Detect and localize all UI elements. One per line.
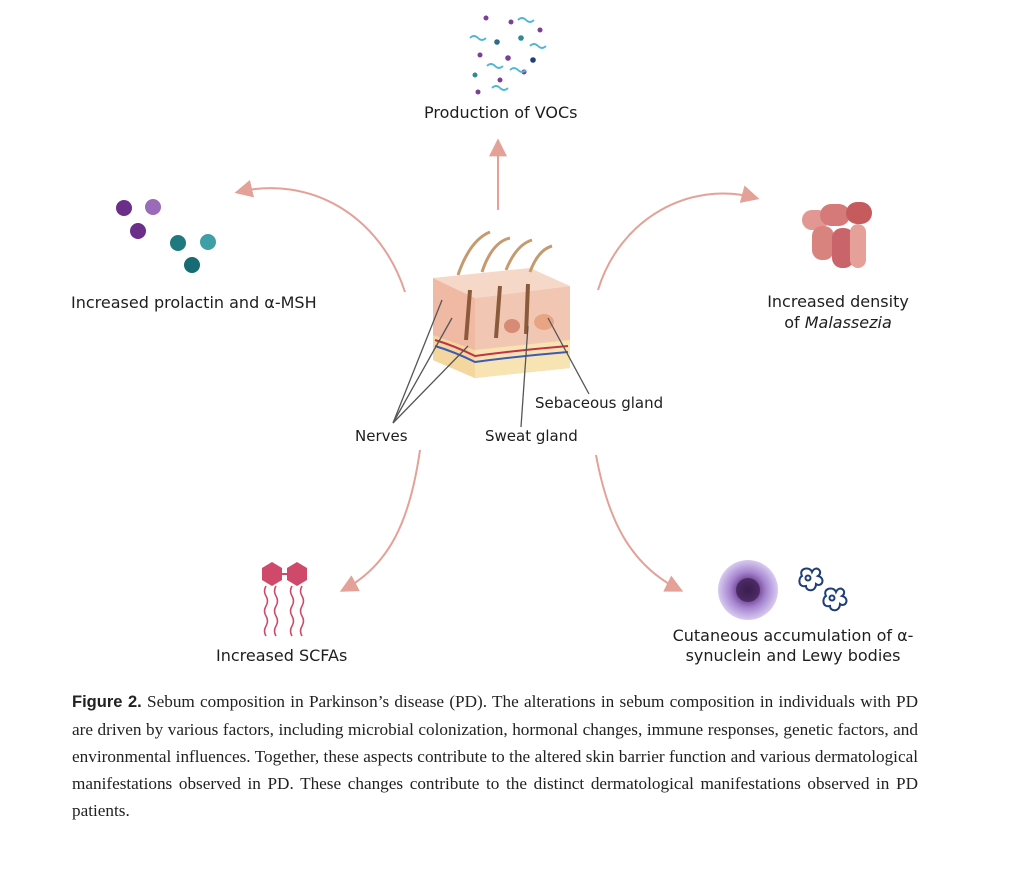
label-sweat-gland: Sweat gland xyxy=(485,427,578,445)
skin-cross-section-icon xyxy=(433,230,570,378)
caption-label: Figure 2. xyxy=(72,693,142,711)
caption-text: Sebum composition in Parkinson’s disease… xyxy=(72,692,919,820)
label-synuclein: Cutaneous accumulation of α- synuclein a… xyxy=(648,626,938,666)
sebum-diagram xyxy=(116,15,872,637)
leader-lines xyxy=(392,299,590,428)
label-malassezia-line1: Increased density xyxy=(767,292,909,311)
label-scfas: Increased SCFAs xyxy=(216,646,348,665)
synuclein-aggregate-icon xyxy=(798,567,848,612)
label-malassezia-italic: Malassezia xyxy=(804,313,892,332)
label-synuclein-line2: synuclein and Lewy bodies xyxy=(685,646,901,665)
figure-caption: Figure 2. Sebum composition in Parkinson… xyxy=(72,688,918,824)
label-sebaceous-gland: Sebaceous gland xyxy=(535,394,664,412)
fatty-acid-icon xyxy=(262,562,307,637)
arrow-to-synuclein xyxy=(595,454,684,592)
lewy-body-icon xyxy=(718,560,778,620)
arrow-to-scfas xyxy=(339,449,421,592)
label-vocs: Production of VOCs xyxy=(424,103,578,122)
label-malassezia-prefix: of xyxy=(784,313,805,332)
label-malassezia: Increased density of Malassezia xyxy=(763,291,913,333)
label-nerves: Nerves xyxy=(355,427,408,445)
label-synuclein-line1: Cutaneous accumulation of α- xyxy=(672,626,914,645)
arrow-to-malassezia xyxy=(597,185,760,291)
voc-molecules-icon xyxy=(469,15,547,95)
hormone-spheres-icon xyxy=(116,199,216,273)
malassezia-yeast-icon xyxy=(802,202,872,268)
label-prolactin: Increased prolactin and α-MSH xyxy=(71,293,317,312)
arrows xyxy=(234,138,760,592)
arrow-to-prolactin xyxy=(234,179,406,293)
